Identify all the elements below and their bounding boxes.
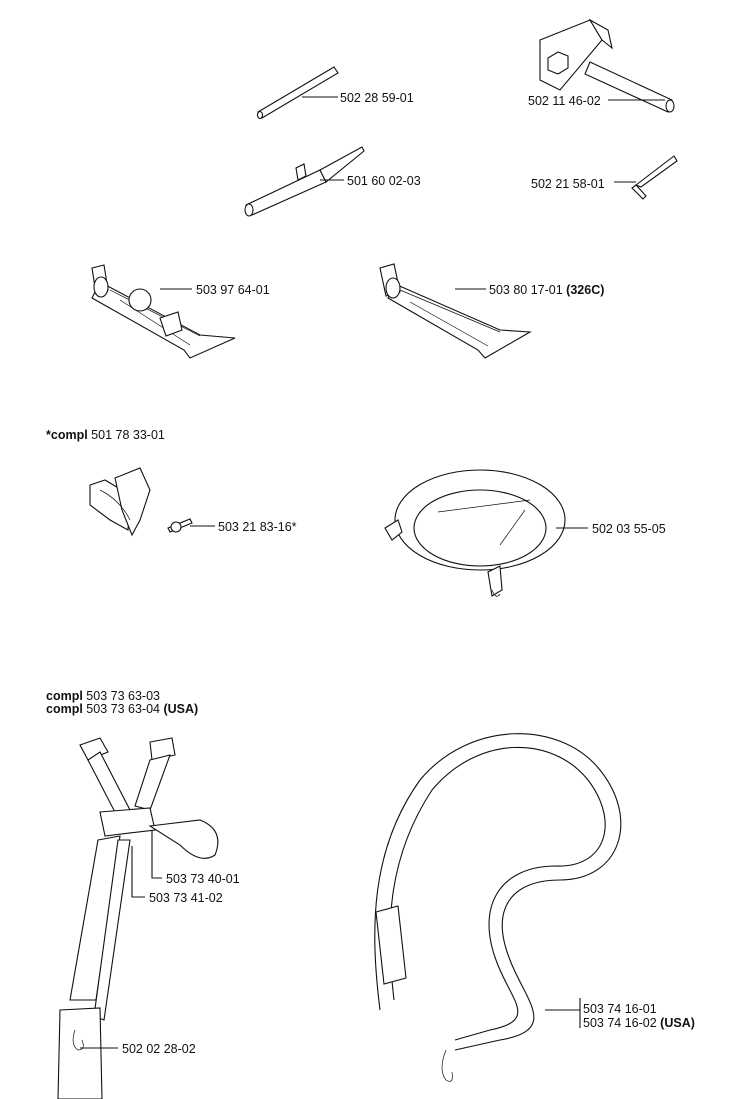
- drift-pin-drawing: [256, 66, 339, 120]
- harness-assembly-drawing: [57, 737, 219, 1099]
- part-label-503-80-17-01: 503 80 17-01 (326C): [489, 283, 605, 297]
- part-label-502-03-55-05: 502 03 55-05: [592, 522, 666, 536]
- kit-prefix: compl: [46, 702, 83, 716]
- part-label-501-60-02-03: 501 60 02-03: [347, 174, 421, 188]
- kit-label-501-78-33-01: *compl 501 78 33-01: [46, 428, 165, 442]
- ring-guard-drawing: [384, 469, 588, 597]
- model-suffix: (326C): [566, 283, 605, 297]
- hex-key-drawing: [614, 155, 678, 200]
- grease-tube-right-drawing: [379, 263, 532, 359]
- part-label-503-21-83-16: 503 21 83-16*: [218, 520, 297, 534]
- part-label-502-11-46-02: 502 11 46-02: [528, 94, 601, 108]
- part-label-503-74-16-01: 503 74 16-01: [583, 1002, 657, 1016]
- file-with-handle-drawing: [244, 146, 365, 217]
- part-label-502-02-28-02: 502 02 28-02: [122, 1042, 196, 1056]
- kit-prefix: *compl: [46, 428, 88, 442]
- kit-label-503-73-63-03: compl 503 73 63-03: [46, 689, 160, 703]
- part-label-503-74-16-02: 503 74 16-02 (USA): [583, 1016, 695, 1030]
- grease-tube-left-drawing: [91, 264, 236, 359]
- kit-prefix: compl: [46, 689, 83, 703]
- region-suffix: (USA): [163, 702, 199, 716]
- shoulder-strap-drawing: [374, 733, 622, 1082]
- part-label-503-73-41-02: 503 73 41-02: [149, 891, 223, 905]
- region-suffix: (USA): [660, 1016, 695, 1030]
- part-label-502-21-58-01: 502 21 58-01: [531, 177, 605, 191]
- clamp-and-screw-drawing: [89, 467, 215, 537]
- part-label-503-73-40-01: 503 73 40-01: [166, 872, 240, 886]
- part-label-503-97-64-01: 503 97 64-01: [196, 283, 270, 297]
- kit-label-503-73-63-04: compl 503 73 63-04 (USA): [46, 702, 199, 716]
- combination-spanner-drawing: [539, 18, 675, 113]
- part-label-502-28-59-01: 502 28 59-01: [340, 91, 414, 105]
